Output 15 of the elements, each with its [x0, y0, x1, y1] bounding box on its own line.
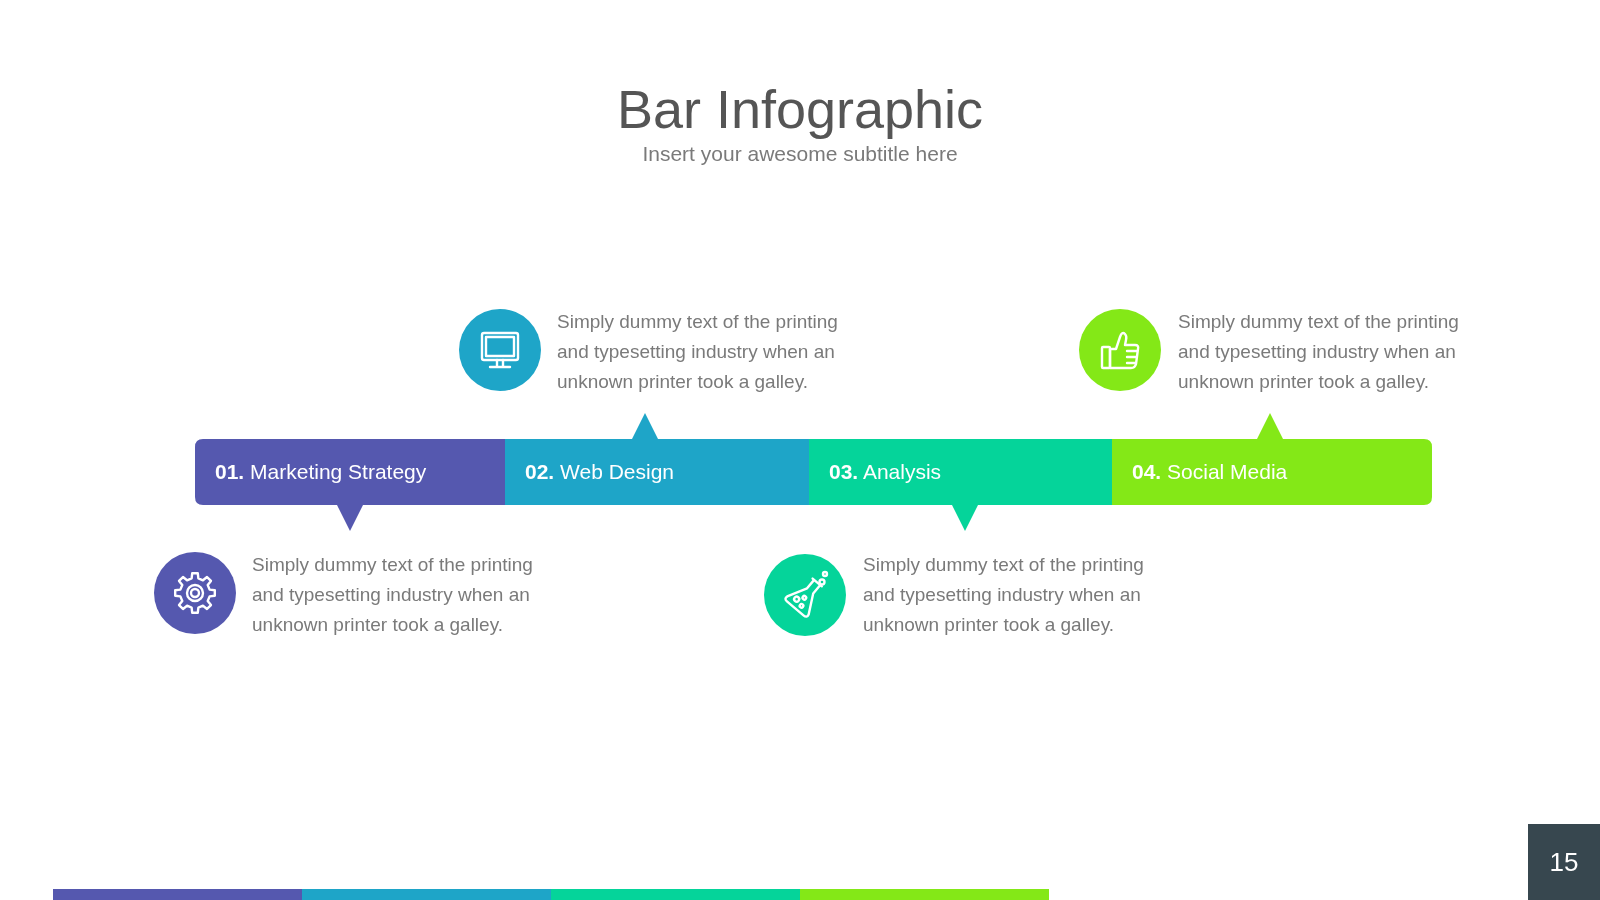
step-title: 04. Social Media	[1132, 459, 1288, 485]
callout-bar-segment	[809, 439, 1112, 531]
title: Bar Infographic	[616, 78, 984, 140]
step-title: 02. Web Design	[525, 459, 675, 485]
step-title: 03. Analysis	[829, 459, 942, 485]
page-number: 15	[1528, 824, 1600, 900]
callout-bar-segment	[1112, 413, 1432, 505]
description-text: Simply dummy text of the printing and typesetting industry when an unknown printer took a galley.	[557, 310, 839, 394]
step-title: 01. Marketing Strategy	[215, 459, 427, 485]
subtitle: Insert your awesome subtitle here	[642, 141, 958, 167]
description-text: Simply dummy text of the printing and typesetting industry when an unknown printer took a galley.	[252, 553, 534, 637]
callout-bar-segment	[195, 439, 505, 531]
description-text: Simply dummy text of the printing and typesetting industry when an unknown printer took a galley.	[863, 553, 1145, 637]
callout-bar-segment	[505, 413, 809, 505]
description-text: Simply dummy text of the printing and typesetting industry when an unknown printer took a galley.	[1178, 310, 1460, 394]
